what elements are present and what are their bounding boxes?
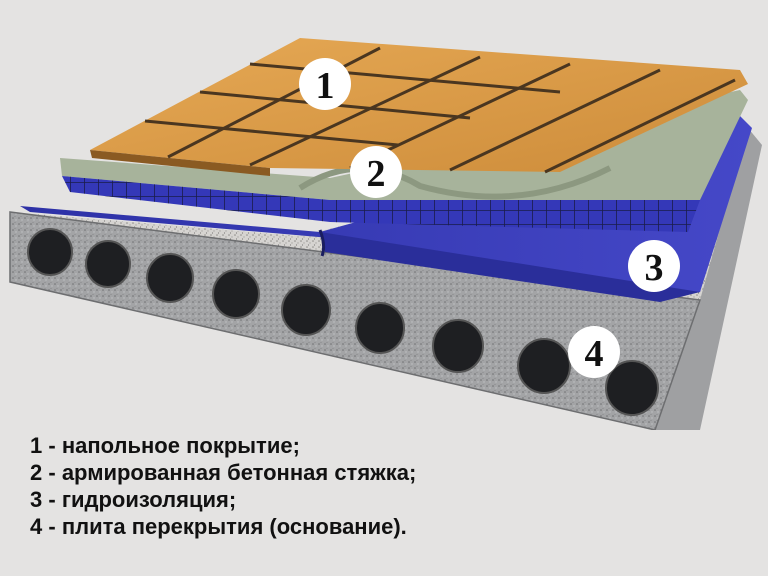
floor-layers-diagram: 1 2 3 4: [9, 38, 762, 430]
legend-item-4: 4 - плита перекрытия (основание).: [30, 513, 416, 540]
legend-separator: -: [42, 514, 62, 539]
legend-text: армированная бетонная стяжка;: [61, 460, 417, 485]
svg-text:2: 2: [367, 153, 386, 195]
marker-4: 4: [568, 326, 620, 378]
screed-layer: [60, 90, 748, 232]
legend-item-3: 3 - гидроизоляция;: [30, 486, 416, 513]
legend-number: 1: [30, 433, 43, 458]
legend-separator: -: [42, 433, 62, 458]
legend-separator: -: [42, 487, 62, 512]
svg-text:1: 1: [316, 65, 335, 107]
tile-surface: [90, 38, 748, 172]
marker-1: 1: [299, 58, 351, 110]
svg-text:3: 3: [645, 247, 664, 289]
legend-item-1: 1 - напольное покрытие;: [30, 432, 416, 459]
marker-3: 3: [628, 240, 680, 292]
legend-number: 2: [30, 460, 43, 485]
legend-number: 3: [30, 487, 43, 512]
legend-text: гидроизоляция;: [61, 487, 237, 512]
tile-layer: [90, 38, 748, 176]
screed-side: [60, 90, 748, 200]
legend-text: напольное покрытие;: [61, 433, 300, 458]
legend-item-2: 2 - армированная бетонная стяжка;: [30, 459, 416, 486]
membrane-sheet: [20, 116, 752, 300]
svg-text:4: 4: [585, 333, 604, 375]
membrane-overlap: [320, 232, 700, 302]
tile-grout-lines: [144, 46, 736, 174]
legend-separator: -: [42, 460, 62, 485]
slab-hollow-cores: [27, 228, 659, 416]
legend: 1 - напольное покрытие; 2 - армированная…: [30, 432, 416, 540]
membrane-layer: [20, 116, 752, 302]
legend-text: плита перекрытия (основание).: [61, 514, 407, 539]
marker-2: 2: [350, 146, 402, 198]
legend-number: 4: [30, 514, 43, 539]
